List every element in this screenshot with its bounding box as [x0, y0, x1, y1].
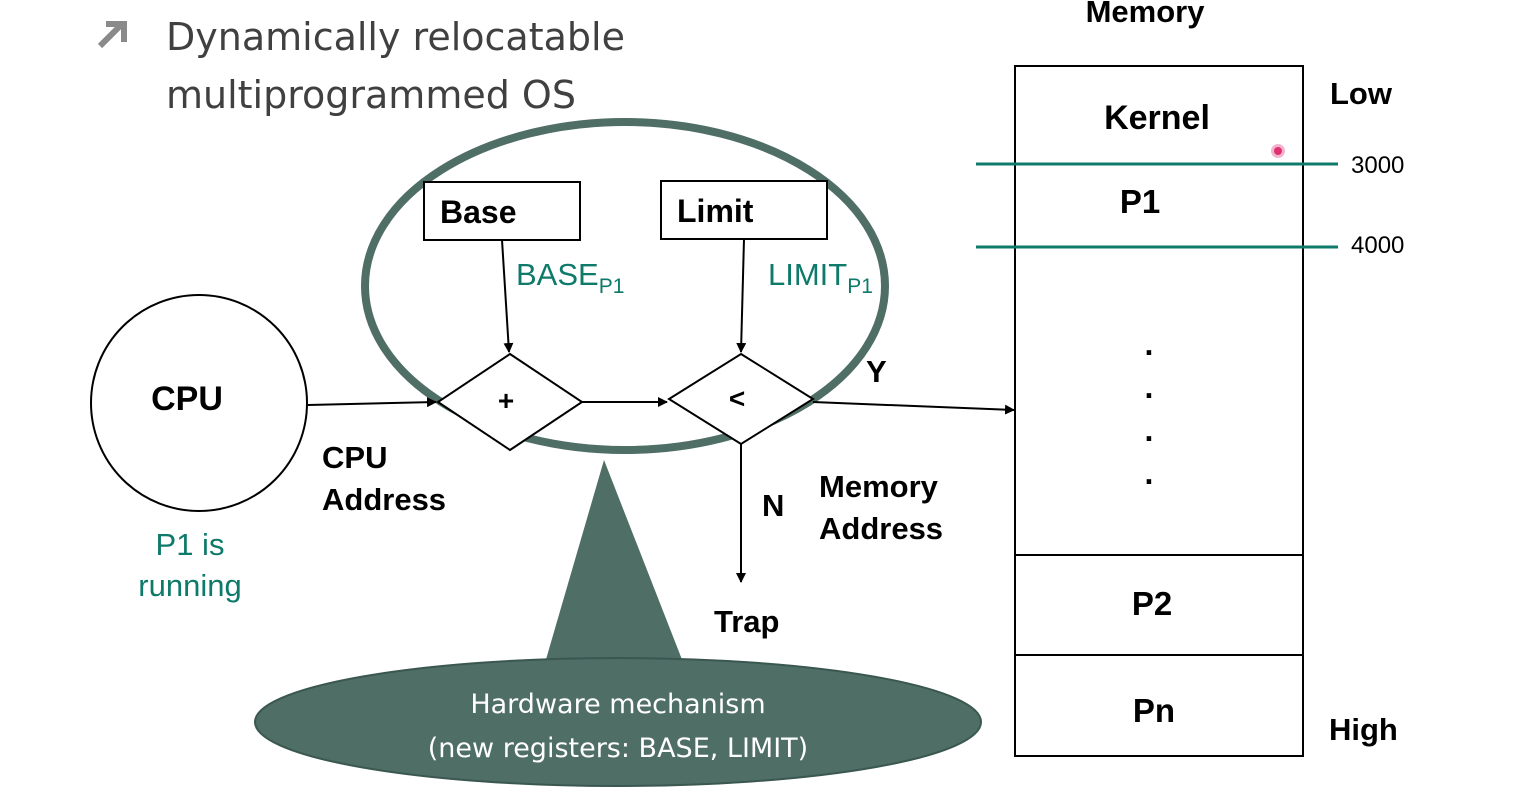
- ellipsis-dot: .: [1145, 412, 1154, 448]
- adder-diamond: [436, 352, 584, 452]
- callout-bubble: [254, 460, 982, 787]
- callout-line-1: Hardware mechanism: [470, 689, 765, 720]
- bullet-line-2: multiprogrammed OS: [166, 73, 576, 117]
- ellipsis-dot: .: [1145, 369, 1154, 405]
- memory-block: [1014, 65, 1304, 757]
- ellipsis-dot: .: [1145, 455, 1154, 491]
- cpu-label: CPU: [151, 380, 223, 418]
- memory-title: Memory: [1086, 0, 1206, 29]
- base-register-label: Base: [440, 194, 517, 230]
- memory-ellipsis: . . . .: [1145, 326, 1154, 491]
- base-value: BASEP1: [516, 257, 624, 298]
- laser-pointer-icon: [1271, 144, 1285, 158]
- callout-line-2: (new registers: BASE, LIMIT): [428, 733, 808, 764]
- bullet-line-1: Dynamically relocatable: [166, 15, 625, 59]
- no-branch-label: N: [762, 488, 784, 523]
- memory-high-label: High: [1329, 712, 1398, 747]
- limit-value: LIMITP1: [768, 257, 873, 298]
- adder-symbol: +: [498, 385, 514, 416]
- base-to-adder-arrow: [501, 239, 514, 353]
- limit-register-box: [660, 180, 828, 240]
- memory-region-pn: Pn: [1133, 692, 1175, 729]
- comparator-to-memory-arrow: [812, 401, 1015, 415]
- limit-register-label: Limit: [677, 193, 754, 229]
- cpu-circle: [90, 294, 308, 512]
- memory-address-line-1: Memory: [819, 469, 939, 504]
- cpu-status-line-1: P1 is: [156, 527, 225, 562]
- memory-region-p1: P1: [1120, 183, 1160, 220]
- trap-label: Trap: [714, 604, 779, 639]
- callout-zoom-ellipse: [361, 118, 889, 454]
- address-3000: 3000: [1351, 152, 1404, 179]
- address-4000: 4000: [1351, 232, 1404, 259]
- limit-to-comparator-arrow: [736, 238, 747, 353]
- cpu-address-line-2: Address: [322, 482, 446, 517]
- cpu-address-line-1: CPU: [322, 440, 387, 475]
- ellipsis-dot: .: [1145, 326, 1154, 362]
- memory-region-p2: P2: [1132, 585, 1172, 622]
- comparator-symbol: <: [729, 383, 745, 414]
- memory-region-kernel: Kernel: [1104, 99, 1210, 137]
- yes-branch-label: Y: [866, 354, 887, 389]
- bullet-arrow-icon: [97, 21, 127, 49]
- memory-low-label: Low: [1330, 76, 1393, 111]
- cpu-to-adder-arrow: [307, 397, 437, 408]
- cpu-status-line-2: running: [138, 568, 241, 603]
- memory-address-line-2: Address: [819, 511, 943, 546]
